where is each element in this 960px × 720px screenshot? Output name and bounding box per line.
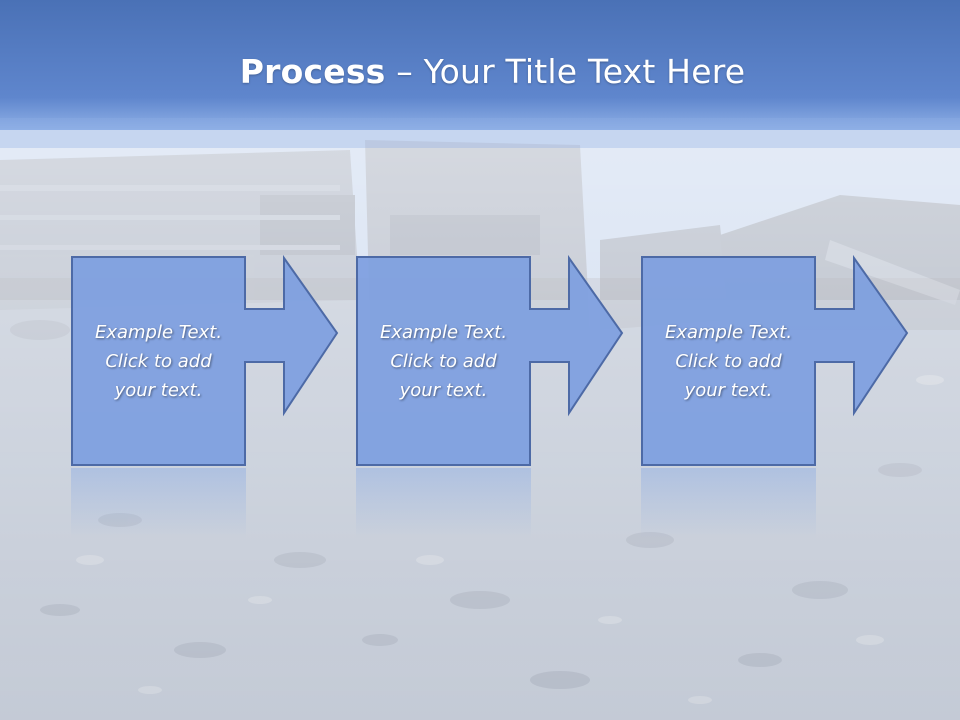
process-step-2[interactable]: Example Text. Click to add your text. bbox=[356, 254, 696, 466]
box-arrow-shape bbox=[71, 254, 339, 466]
title-rest: – Your Title Text Here bbox=[385, 52, 746, 91]
slide-title[interactable]: Process – Your Title Text Here bbox=[0, 52, 960, 91]
step-2-reflection bbox=[356, 468, 531, 538]
box-arrow-shape bbox=[641, 254, 909, 466]
step-3-reflection bbox=[641, 468, 816, 538]
process-step-3[interactable]: Example Text. Click to add your text. bbox=[641, 254, 960, 466]
step-text[interactable]: Example Text. Click to add your text. bbox=[664, 321, 793, 401]
title-bold: Process bbox=[239, 52, 386, 91]
process-step-1[interactable]: Example Text. Click to add your text. bbox=[71, 254, 411, 466]
step-1-reflection bbox=[71, 468, 246, 538]
box-arrow-shape bbox=[356, 254, 624, 466]
step-text[interactable]: Example Text. Click to add your text. bbox=[379, 321, 508, 401]
step-text[interactable]: Example Text. Click to add your text. bbox=[94, 321, 223, 401]
